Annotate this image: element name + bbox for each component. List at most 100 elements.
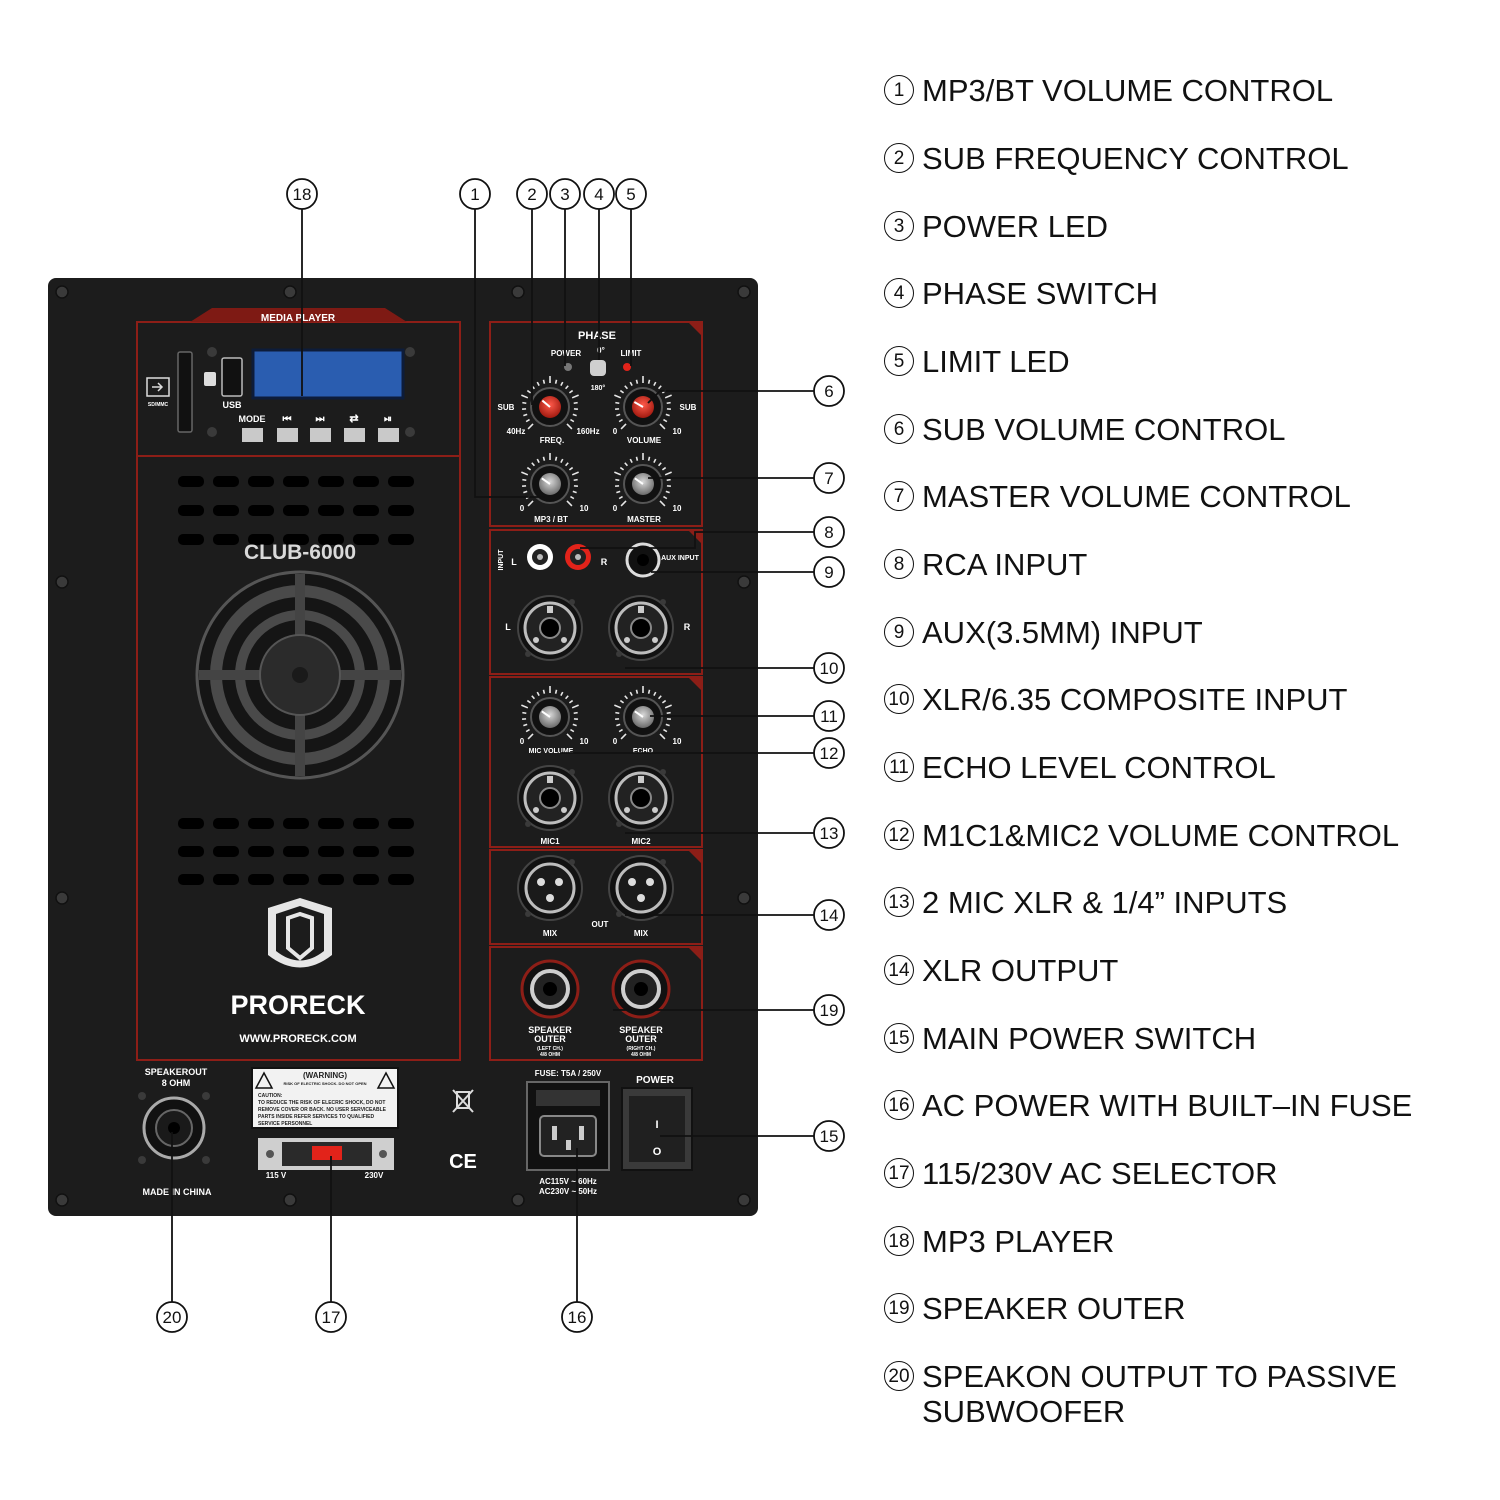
leader-line-6 bbox=[647, 390, 815, 404]
legend-text: 2 MIC XLR & 1/4” INPUTS bbox=[922, 885, 1288, 920]
vent-slot bbox=[213, 874, 239, 885]
control-section-frames bbox=[489, 321, 703, 1061]
freq-label: FREQ. bbox=[540, 436, 564, 445]
callout-13: 13 bbox=[813, 817, 845, 849]
weee-bin-icon bbox=[452, 1089, 474, 1113]
usb-port[interactable] bbox=[221, 357, 243, 397]
spk-right-line4: 4/8 OHM bbox=[631, 1052, 651, 1058]
legend-text: ECHO LEVEL CONTROL bbox=[922, 750, 1276, 785]
legend-text: M1C1&MIC2 VOLUME CONTROL bbox=[922, 818, 1400, 853]
vent-slot bbox=[178, 505, 204, 516]
callout-11: 11 bbox=[813, 700, 845, 732]
legend-text: MAIN POWER SWITCH bbox=[922, 1021, 1257, 1056]
mic-volume-knob[interactable] bbox=[521, 686, 579, 740]
play-pause-button[interactable] bbox=[378, 428, 399, 442]
spk-right-line2: OUTER bbox=[625, 1034, 657, 1044]
mic2-combo-jack[interactable] bbox=[608, 765, 674, 831]
vent-slot bbox=[248, 846, 274, 857]
ac-power-inlet[interactable] bbox=[526, 1081, 610, 1171]
vent-slot bbox=[213, 818, 239, 829]
rca-left-jack[interactable] bbox=[527, 544, 553, 570]
vent-slot bbox=[318, 846, 344, 857]
power-switch[interactable]: I O bbox=[621, 1087, 693, 1171]
warning-title: (WARNING) bbox=[303, 1071, 347, 1080]
legend-number: 10 bbox=[884, 684, 914, 714]
combo-input-right-jack[interactable] bbox=[608, 595, 674, 661]
legend-number: 19 bbox=[884, 1293, 914, 1323]
vent-slot bbox=[178, 534, 204, 545]
legend-text: SUB FREQUENCY CONTROL bbox=[922, 141, 1349, 176]
out-label: OUT bbox=[592, 920, 609, 929]
phase-switch[interactable] bbox=[590, 360, 606, 376]
mp3bt-volume-knob[interactable] bbox=[521, 453, 579, 507]
leader-lines bbox=[171, 209, 815, 1302]
aux-input-jack[interactable] bbox=[625, 542, 661, 578]
vent-slot bbox=[283, 476, 309, 487]
legend-text: MP3/BT VOLUME CONTROL bbox=[922, 73, 1334, 108]
legend-number: 20 bbox=[884, 1361, 914, 1391]
callout-17: 17 bbox=[315, 1301, 347, 1333]
vent-slot bbox=[283, 846, 309, 857]
caution-line-3: PARTS INSIDE REFER SERVICES TO QUALIFIED bbox=[258, 1114, 375, 1120]
caution-label: CAUTION: bbox=[258, 1093, 283, 1099]
vent-slot bbox=[388, 874, 414, 885]
legend-text: SUB VOLUME CONTROL bbox=[922, 412, 1286, 447]
legend-text: 115/230V AC SELECTOR bbox=[922, 1156, 1278, 1191]
vent-slot bbox=[353, 505, 379, 516]
vent-slot bbox=[353, 476, 379, 487]
callout-7: 7 bbox=[813, 462, 845, 494]
sd-card-icon bbox=[146, 377, 170, 397]
sub-freq-label: SUB bbox=[498, 403, 515, 412]
mic-vol-ten: 10 bbox=[580, 737, 589, 746]
callout-18: 18 bbox=[286, 178, 318, 210]
sd-slot[interactable] bbox=[177, 351, 193, 433]
leader-line-8 bbox=[580, 531, 815, 549]
sub-frequency-knob[interactable] bbox=[521, 376, 579, 430]
speakon-output-jack[interactable] bbox=[142, 1096, 206, 1160]
callout-number: 15 bbox=[820, 1127, 839, 1146]
speaker-outer-left-jack[interactable] bbox=[520, 959, 580, 1019]
callout-number: 10 bbox=[820, 659, 839, 678]
voltage-selector[interactable] bbox=[258, 1138, 394, 1170]
legend-number: 14 bbox=[884, 955, 914, 985]
mic-volume-label: MIC VOLUME bbox=[529, 748, 574, 755]
mix-right-label: MIX bbox=[634, 929, 649, 938]
frame-corner-accents bbox=[688, 322, 702, 961]
echo-level-knob[interactable] bbox=[614, 686, 672, 740]
vent-slot bbox=[248, 476, 274, 487]
vent-slot bbox=[213, 476, 239, 487]
speaker-outer-right-jack[interactable] bbox=[611, 959, 671, 1019]
sub-vol-zero: 0 bbox=[613, 427, 618, 436]
input-label: INPUT bbox=[498, 549, 505, 571]
legend-text: SPEAKER OUTER bbox=[922, 1291, 1186, 1326]
phase-label: PHASE bbox=[578, 330, 616, 342]
prev-button[interactable] bbox=[277, 428, 298, 442]
callout-number: 5 bbox=[626, 185, 635, 204]
mode-button[interactable] bbox=[242, 428, 263, 442]
mic1-combo-jack[interactable] bbox=[517, 765, 583, 831]
vent-slot bbox=[283, 505, 309, 516]
xlr-output-right-jack[interactable] bbox=[608, 855, 674, 921]
ac-label-2: AC230V ~ 50Hz bbox=[539, 1187, 597, 1196]
callout-number: 6 bbox=[824, 382, 833, 401]
legend-number: 2 bbox=[884, 143, 914, 173]
combo-right-label: R bbox=[684, 622, 691, 632]
master-ten: 10 bbox=[673, 504, 682, 513]
repeat-button[interactable] bbox=[344, 428, 365, 442]
xlr-output-left-jack[interactable] bbox=[517, 855, 583, 921]
vent-slot bbox=[388, 818, 414, 829]
next-button[interactable] bbox=[310, 428, 331, 442]
rca-right-jack[interactable] bbox=[565, 544, 591, 570]
vent-slot bbox=[318, 818, 344, 829]
vent-slot bbox=[388, 534, 414, 545]
mp3bt-zero: 0 bbox=[520, 504, 525, 513]
combo-input-left-jack[interactable] bbox=[517, 595, 583, 661]
